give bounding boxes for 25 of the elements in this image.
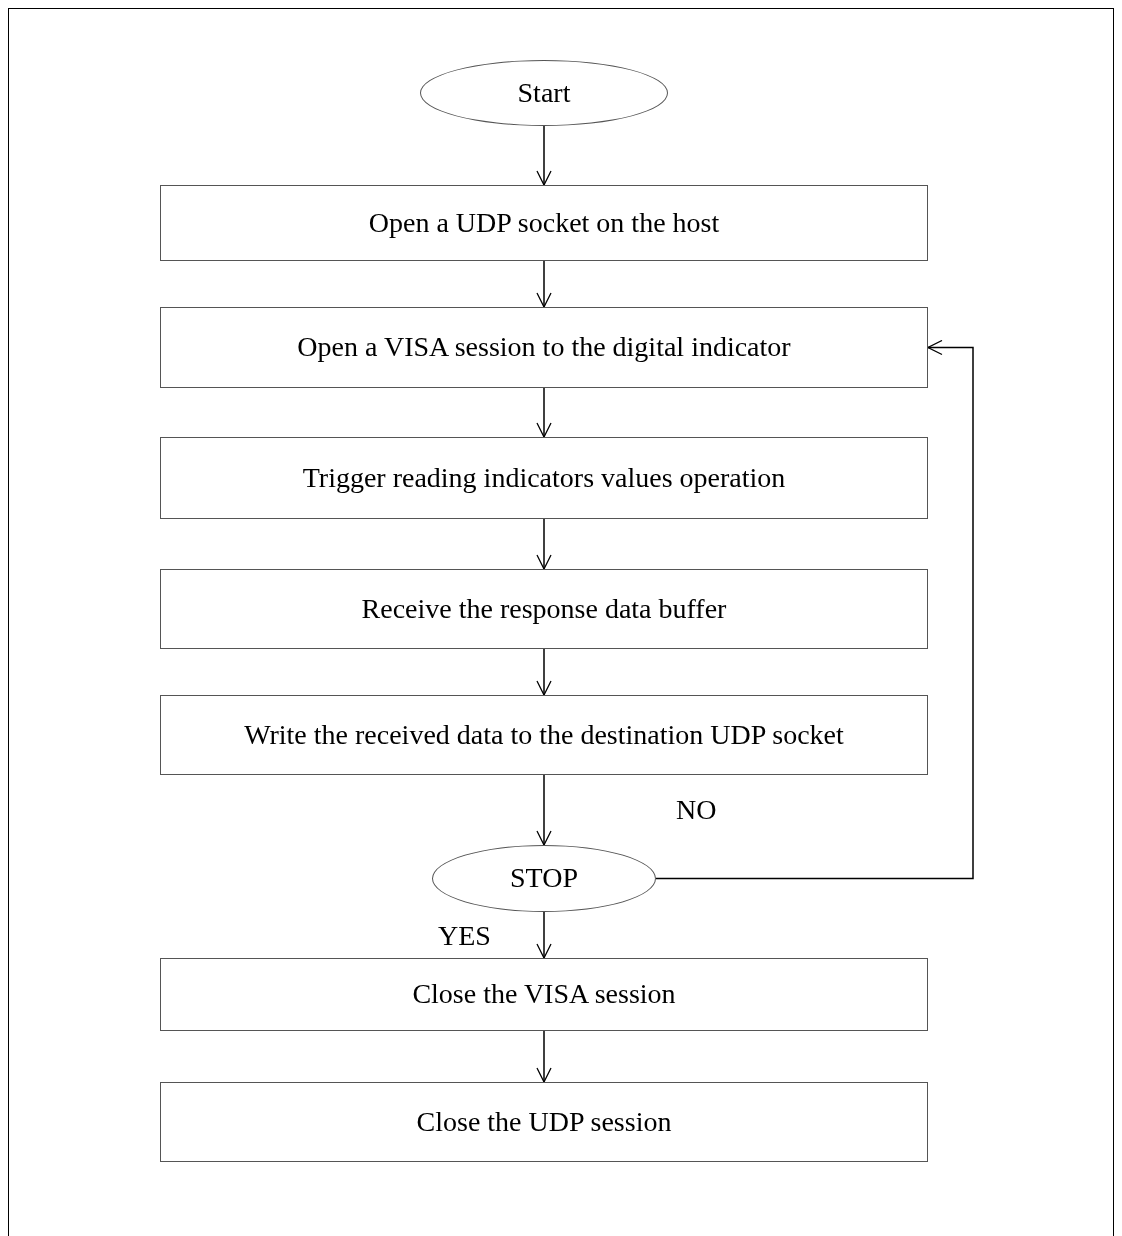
process-box — [160, 695, 928, 775]
arrow — [536, 911, 552, 959]
node-text: Trigger reading indicators values operation — [302, 461, 786, 495]
process-box — [160, 437, 928, 519]
node-text: STOP — [510, 862, 578, 895]
process-box — [160, 958, 928, 1031]
process-box — [160, 307, 928, 388]
node-text: Open a VISA session to the digital indicator — [297, 331, 791, 364]
arrow — [536, 260, 552, 308]
arrow — [536, 125, 552, 186]
node-text: Start — [517, 76, 571, 110]
node-text: Close the VISA session — [412, 978, 676, 1011]
arrow — [536, 648, 552, 696]
arrow — [536, 774, 552, 846]
arrow — [536, 387, 552, 438]
node-text: Close the UDP session — [416, 1105, 672, 1139]
arrow — [536, 1030, 552, 1083]
node-text: Open a UDP socket on the host — [368, 206, 720, 240]
process-box — [160, 1082, 928, 1162]
node-text: Write the received data to the destination UDP socket — [244, 718, 844, 752]
process-box — [160, 569, 928, 649]
process-box — [160, 185, 928, 261]
node-text: Receive the response data buffer — [361, 592, 727, 626]
arrow — [655, 339, 974, 880]
arrow — [536, 518, 552, 570]
